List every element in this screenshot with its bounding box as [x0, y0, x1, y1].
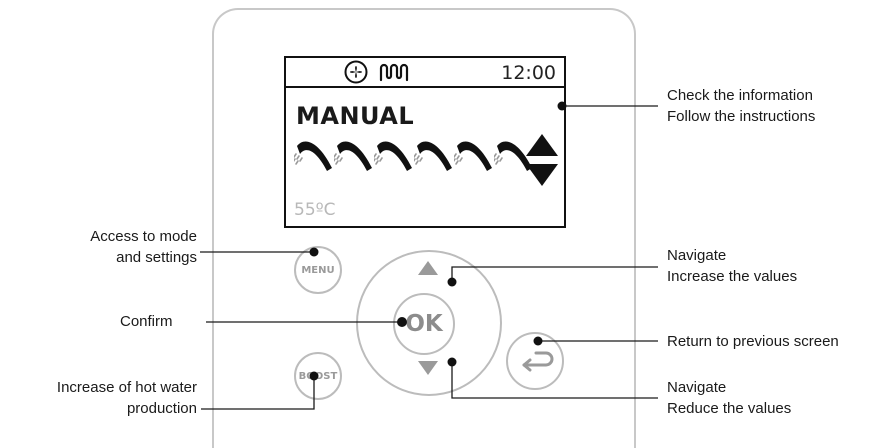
shower-head-icon [374, 141, 412, 171]
lcd-screen: 12:00 MANUAL 55ºC [284, 56, 566, 228]
up-arrow-icon [526, 134, 558, 156]
shower-head-icon [294, 141, 332, 171]
marker-dot-navigate-down [447, 357, 457, 367]
marker-dot-return [533, 336, 543, 346]
label-confirm: Confirm [120, 313, 173, 330]
label-boost: Increase of hot water production [57, 377, 197, 419]
up-arrow-icon[interactable] [417, 260, 439, 276]
label-navigate-down-line1: Navigate [667, 379, 727, 396]
marker-dot-boost [309, 371, 319, 381]
back-arrow-icon [522, 351, 554, 372]
label-menu-line2: and settings [116, 249, 197, 266]
clock-time: 12:00 [501, 62, 556, 84]
marker-dot-confirm [397, 317, 407, 327]
marker-dot-info [557, 101, 567, 111]
label-boost-line1: Increase of hot water [56, 379, 197, 396]
leader-line-navigate-down [451, 362, 658, 399]
shower-head-icon [334, 141, 372, 171]
label-boost-line2: production [126, 400, 197, 417]
label-navigate-down: Navigate Reduce the values [667, 377, 791, 419]
label-info-line1: Check the information [667, 87, 813, 104]
mode-title: MANUAL [296, 102, 415, 130]
label-navigate-up-line1: Navigate [667, 247, 727, 264]
label-menu-line1: Access to mode [90, 228, 197, 245]
fan-icon [344, 60, 368, 84]
screen-up-down-arrows [526, 134, 558, 186]
marker-dot-navigate-up [447, 277, 457, 287]
label-menu: Access to mode and settings [90, 226, 197, 268]
shower-level [294, 138, 534, 185]
down-arrow-icon[interactable] [417, 360, 439, 376]
label-navigate-up-line2: Increase the values [667, 268, 798, 285]
leader-line-navigate-up [451, 266, 658, 282]
shower-head-icon [494, 141, 532, 171]
menu-button[interactable]: MENU [294, 246, 342, 294]
label-return: Return to previous screen [667, 333, 839, 350]
down-arrow-icon [526, 164, 558, 186]
label-info: Check the information Follow the instruc… [667, 85, 815, 127]
menu-button-label: MENU [301, 264, 335, 276]
status-bar: 12:00 [286, 58, 564, 88]
label-navigate-up: Navigate Increase the values [667, 245, 797, 287]
water-temperature: 55ºC [294, 200, 336, 220]
ok-button-label: OK [405, 311, 443, 337]
marker-dot-menu [309, 247, 319, 257]
label-navigate-down-line2: Reduce the values [667, 400, 792, 417]
leader-line-boost [201, 376, 315, 410]
heater-coil-icon [379, 63, 409, 82]
shower-head-icon [454, 141, 492, 171]
shower-head-icon [414, 141, 452, 171]
label-info-line2: Follow the instructions [667, 108, 816, 125]
